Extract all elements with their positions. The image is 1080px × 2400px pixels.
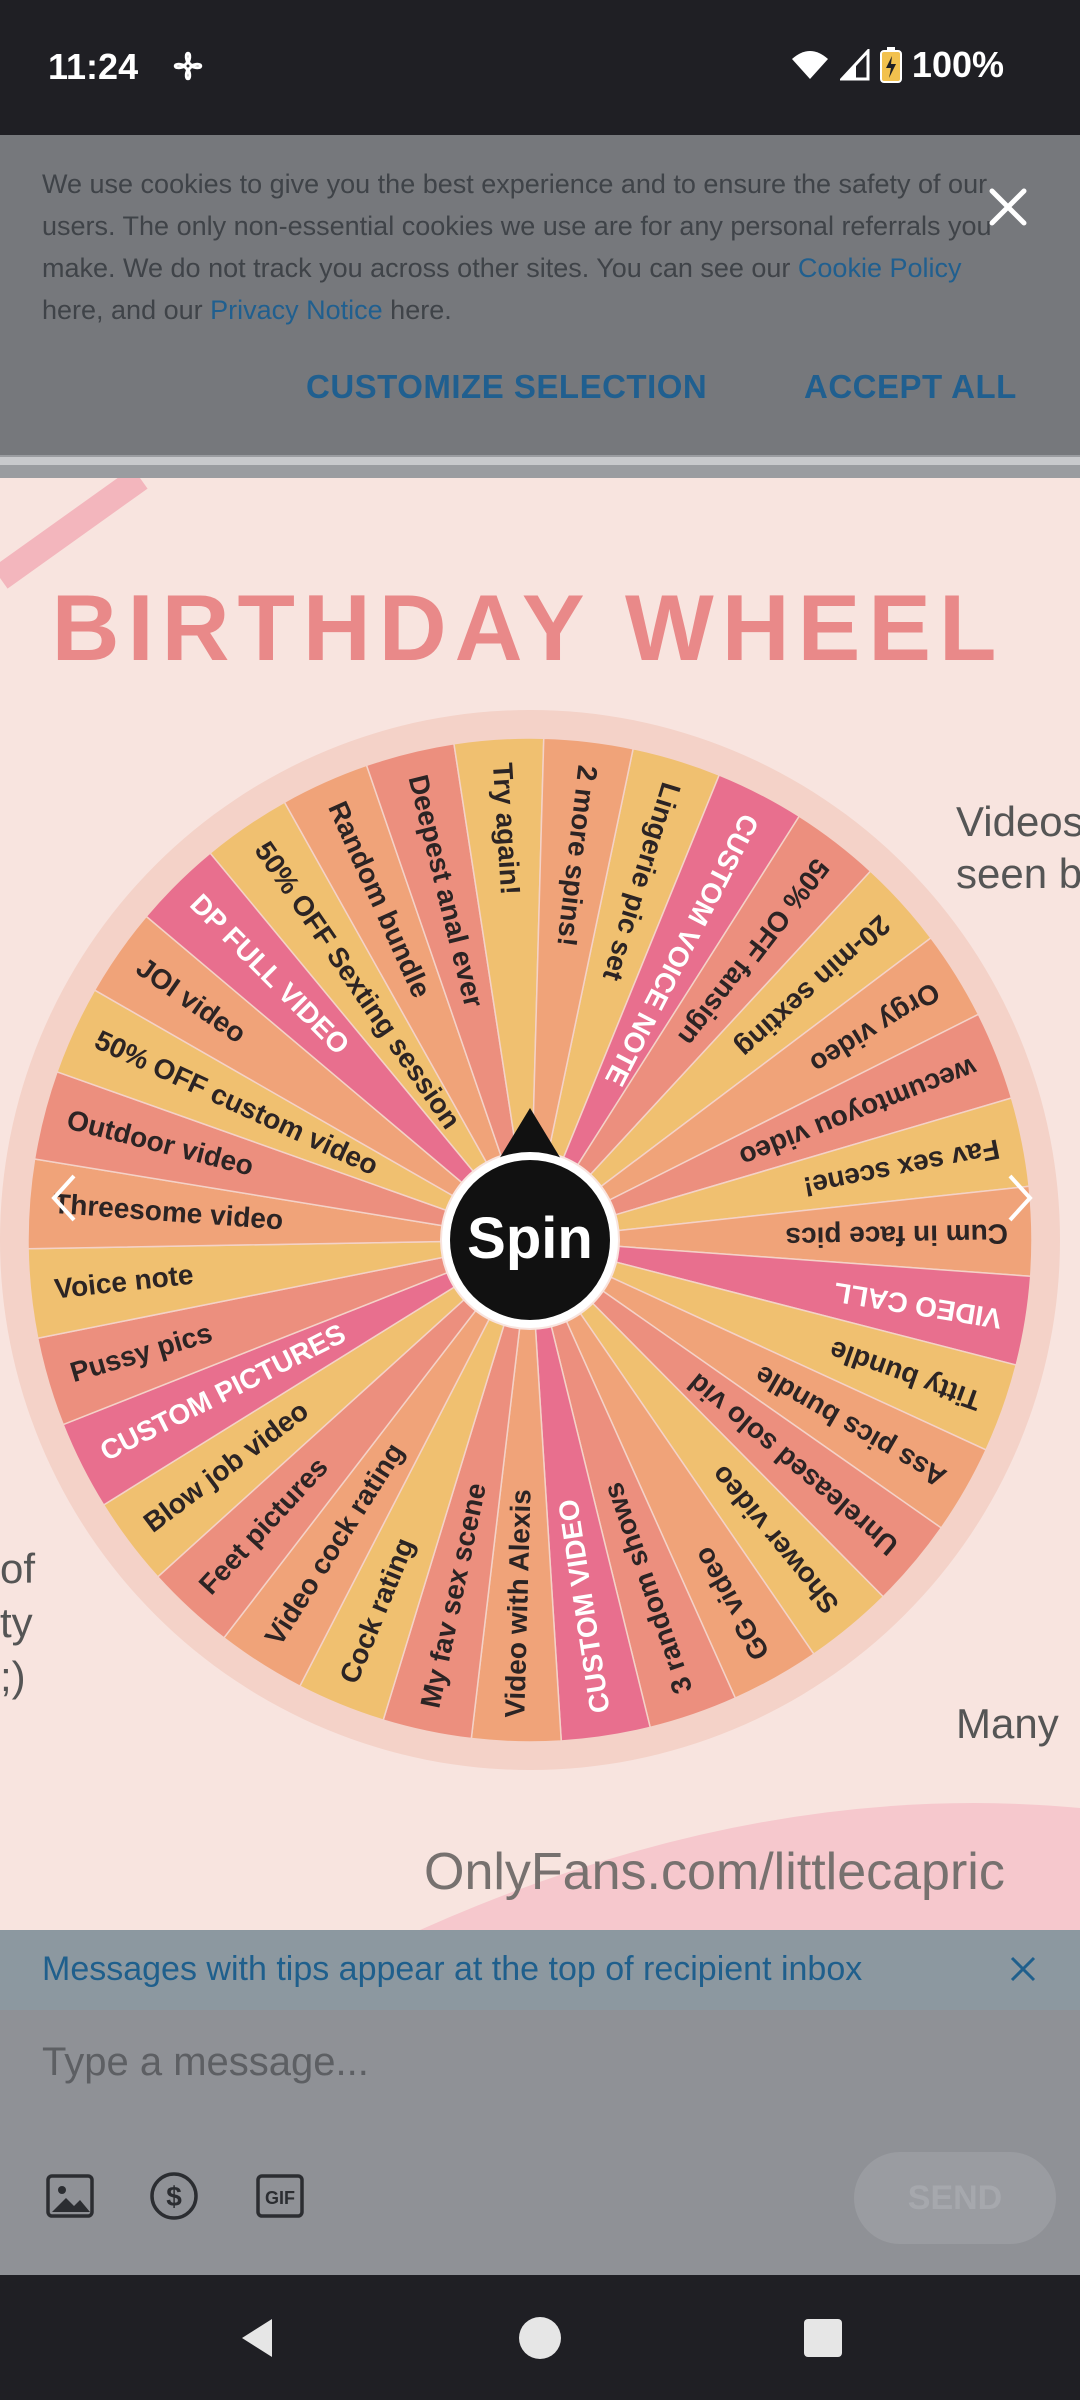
watermark: OnlyFans.com/littlecapric [424, 1843, 1005, 1901]
fan-icon [173, 51, 203, 81]
message-composer: Type a message... $ GIF SEND [0, 2010, 1080, 2275]
accept-all-button[interactable]: ACCEPT ALL [804, 368, 1017, 405]
caption-right-line-1: Videos [956, 798, 1080, 845]
gif-icon[interactable]: GIF [254, 2170, 306, 2222]
caption-right-line-2: seen b [956, 850, 1080, 897]
tip-banner: Messages with tips appear at the top of … [0, 1930, 1080, 2010]
tip-text: Messages with tips appear at the top of … [42, 1950, 863, 1988]
chevron-right-icon[interactable] [1000, 1168, 1040, 1228]
cookie-policy-link[interactable]: Cookie Policy [797, 253, 962, 283]
navigation-bar [0, 2275, 1080, 2400]
back-icon[interactable] [234, 2315, 280, 2361]
home-icon[interactable] [517, 2315, 563, 2361]
wheel-sector [529, 737, 635, 1241]
status-indicators: 100% [790, 44, 1004, 86]
cookie-text: We use cookies to give you the best expe… [42, 163, 1002, 331]
divider [0, 457, 1080, 465]
cookie-banner: We use cookies to give you the best expe… [0, 135, 1080, 455]
send-button[interactable]: SEND [854, 2152, 1056, 2244]
privacy-notice-link[interactable]: Privacy Notice [210, 295, 383, 325]
cookie-text-1: We use cookies to give you the best expe… [42, 169, 992, 283]
recents-icon[interactable] [800, 2315, 846, 2361]
spin-button[interactable]: Spin [442, 1108, 618, 1328]
chevron-left-icon[interactable] [44, 1168, 84, 1228]
background-decor [0, 478, 1080, 1930]
svg-text:$: $ [166, 2181, 182, 2212]
wheel-label: Cum in face pics [785, 1218, 1008, 1253]
customize-selection-button[interactable]: CUSTOMIZE SELECTION [306, 368, 708, 405]
close-icon[interactable] [986, 185, 1030, 229]
wheel-title: BIRTHDAY WHEEL [51, 575, 1005, 680]
caption-left: of ty ;) [0, 1542, 35, 1704]
close-icon[interactable] [1008, 1954, 1038, 1984]
caption-left-line: ;) [0, 1653, 26, 1700]
status-bar: 11:24 100% [0, 0, 1080, 135]
caption-left-line: of [0, 1545, 36, 1592]
battery-percent: 100% [911, 44, 1004, 85]
caption-right: Videos seen b [956, 796, 1080, 900]
caption-left-line: ty [0, 1599, 33, 1646]
image-icon[interactable] [44, 2170, 96, 2222]
cookie-text-3: here. [382, 295, 452, 325]
dollar-icon[interactable]: $ [148, 2170, 200, 2222]
wheel-label: Video with Alexis [499, 1489, 536, 1718]
gif-label: GIF [265, 2188, 295, 2208]
wifi-icon [791, 51, 828, 79]
battery-icon [879, 47, 902, 83]
message-input[interactable]: Type a message... [42, 2040, 369, 2084]
cookie-text-2: here, and our [42, 295, 211, 325]
signal-icon [839, 49, 870, 81]
status-time: 11:24 [48, 46, 139, 87]
caption-right-bottom: Many [956, 1700, 1059, 1747]
page: We use cookies to give you the best expe… [0, 135, 1080, 2275]
spin-label: Spin [467, 1206, 593, 1271]
